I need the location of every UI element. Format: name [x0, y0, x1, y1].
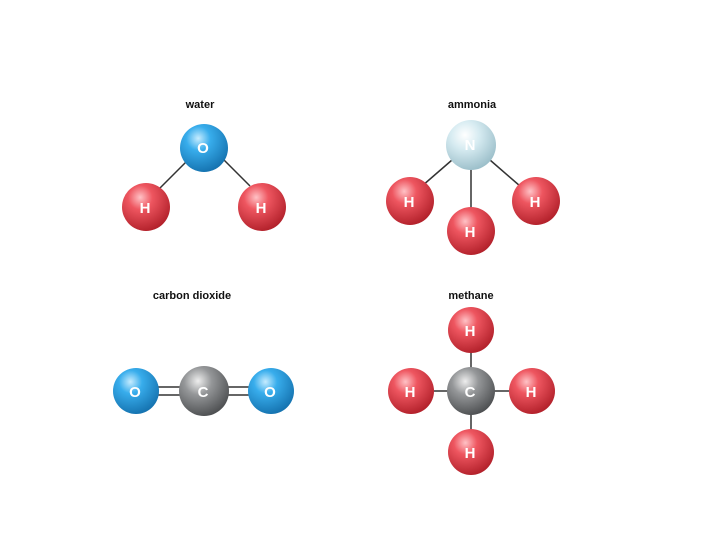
hydrogen-atom: H — [448, 429, 494, 475]
oxygen-atom: O — [113, 368, 159, 414]
bond — [421, 159, 453, 187]
svg-text:H: H — [404, 194, 415, 211]
svg-text:O: O — [264, 384, 276, 401]
molecule-water: water O H H — [122, 99, 286, 231]
oxygen-atom: O — [180, 124, 228, 172]
hydrogen-atom: H — [512, 177, 560, 225]
molecule-ammonia: ammonia N H H H — [386, 99, 560, 255]
svg-text:O: O — [197, 140, 209, 157]
methane-label: methane — [448, 290, 493, 302]
svg-text:H: H — [526, 384, 537, 401]
svg-text:H: H — [405, 384, 416, 401]
bond — [489, 159, 521, 187]
hydrogen-atom: H — [447, 207, 495, 255]
svg-text:H: H — [465, 445, 476, 462]
svg-text:C: C — [465, 384, 476, 401]
hydrogen-atom: H — [509, 368, 555, 414]
carbon-dioxide-label: carbon dioxide — [153, 290, 231, 302]
molecule-carbon-dioxide: carbon dioxide O C O — [113, 290, 294, 416]
svg-text:O: O — [129, 384, 141, 401]
hydrogen-atom: H — [388, 368, 434, 414]
svg-text:N: N — [465, 137, 476, 154]
bond — [221, 157, 251, 187]
nitrogen-atom: N — [446, 120, 496, 170]
molecule-methane: methane H H C H H — [388, 290, 555, 475]
hydrogen-atom: H — [238, 183, 286, 231]
svg-text:C: C — [198, 384, 209, 401]
hydrogen-atom: H — [386, 177, 434, 225]
svg-text:H: H — [256, 200, 267, 217]
svg-text:H: H — [140, 200, 151, 217]
bond — [157, 157, 191, 191]
svg-text:H: H — [530, 194, 541, 211]
hydrogen-atom: H — [448, 307, 494, 353]
svg-text:H: H — [465, 323, 476, 340]
hydrogen-atom: H — [122, 183, 170, 231]
water-label: water — [185, 99, 215, 111]
carbon-atom: C — [179, 366, 229, 416]
ammonia-label: ammonia — [448, 99, 497, 111]
svg-text:H: H — [465, 224, 476, 241]
carbon-atom: C — [447, 367, 495, 415]
oxygen-atom: O — [248, 368, 294, 414]
